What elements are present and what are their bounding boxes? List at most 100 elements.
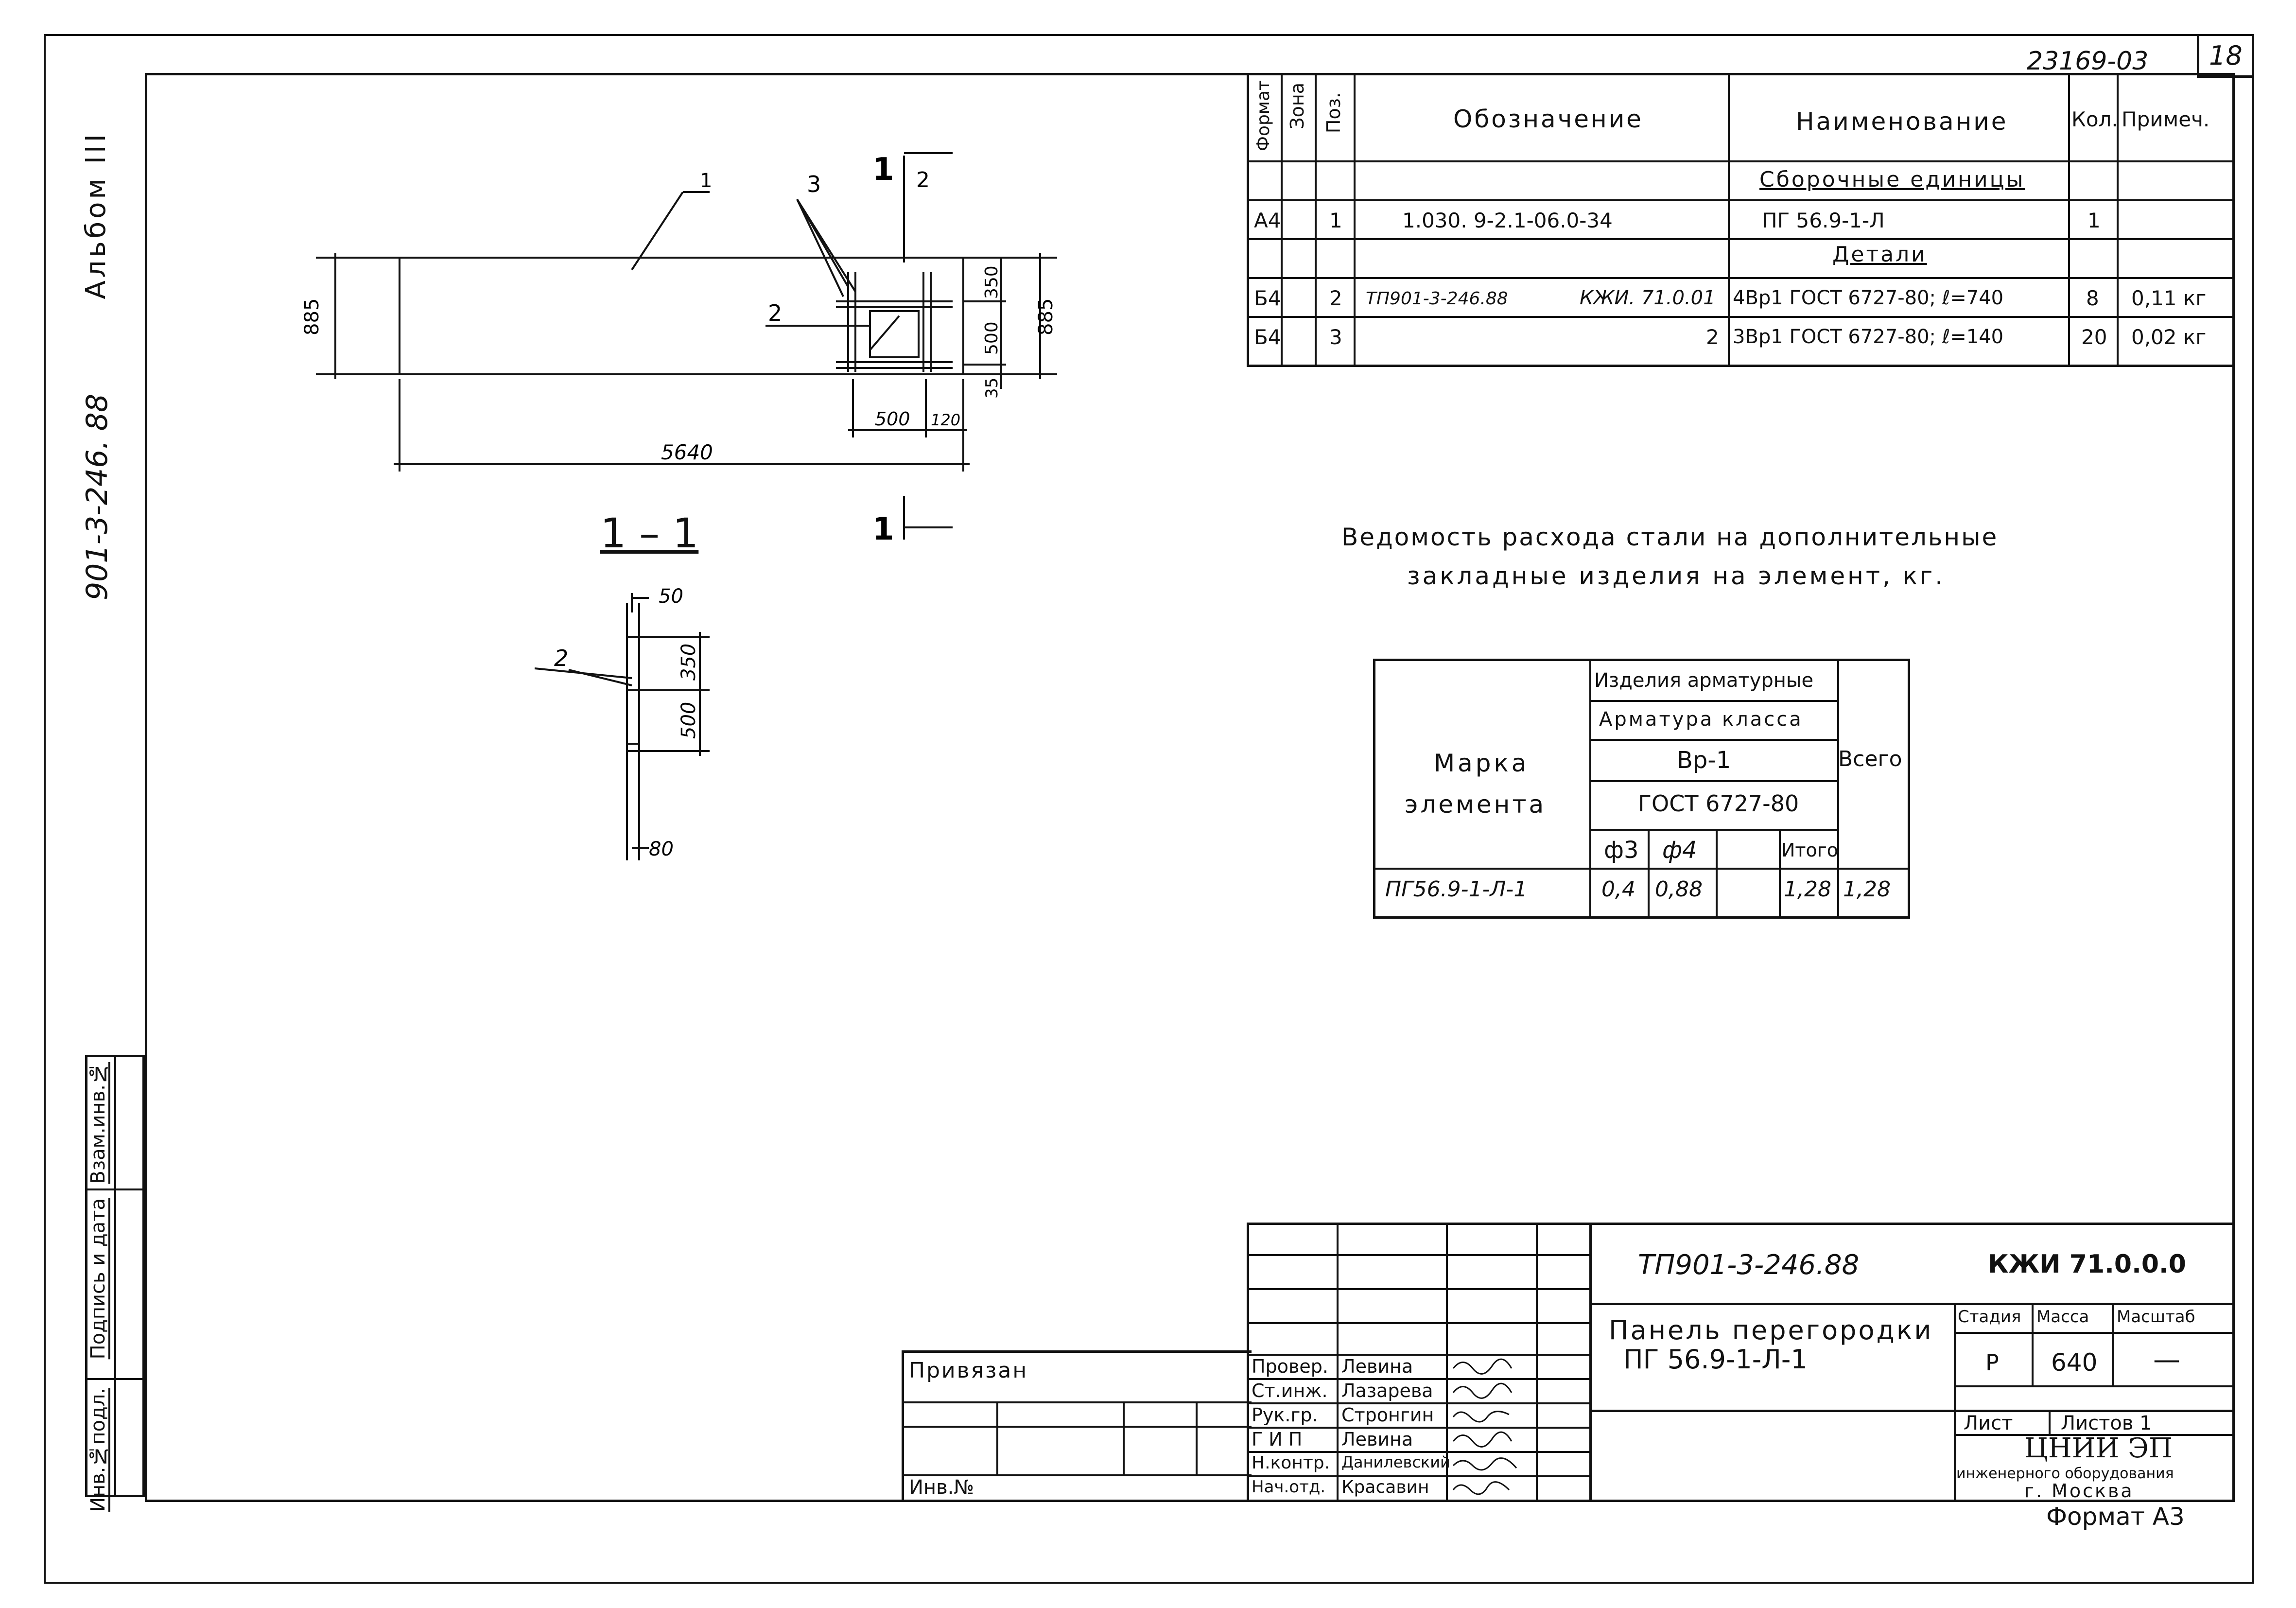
role-5: Нач.отд. xyxy=(1252,1477,1326,1497)
row3-format: Б4 xyxy=(1254,325,1281,349)
row2-qty: 8 xyxy=(2086,286,2099,310)
row2-designation2: КЖИ. 71.0.01 xyxy=(1580,287,1716,309)
dim-885-left: 885 xyxy=(301,298,323,335)
section-mark-bottom: 1 xyxy=(872,511,894,547)
dim-120: 120 xyxy=(931,411,960,429)
hdr-note: Примеч. xyxy=(2122,107,2210,131)
role-3: Г И П xyxy=(1252,1429,1303,1450)
dim-5640: 5640 xyxy=(661,440,713,464)
sheet-outer-border xyxy=(44,34,2254,1584)
inv-label: Инв.№ xyxy=(909,1476,974,1499)
spec-table: Формат Зона Поз. Обозначение Наименовани… xyxy=(1247,73,2232,367)
hdr-qty: Кол. xyxy=(2071,107,2118,131)
row3-pos: 3 xyxy=(1329,325,1342,349)
hdr-format: Формат xyxy=(1253,80,1273,152)
drawing-frame xyxy=(145,73,2235,1502)
role-2: Рук.гр. xyxy=(1252,1404,1318,1426)
side-stamp: Взам.инв.№ Подпись и дата Инв.№подл. xyxy=(85,1055,145,1512)
stamp-cell-replaced: Взам.инв.№ xyxy=(87,1062,109,1184)
section-dim-50: 50 xyxy=(659,585,683,608)
org-line3: г. Москва xyxy=(2024,1480,2134,1502)
org-line1: ЦНИИ ЭП xyxy=(2024,1433,2173,1464)
row2-format: Б4 xyxy=(1254,286,1281,310)
name-1: Лазарева xyxy=(1341,1380,1433,1401)
dim-35: 35 xyxy=(982,378,1002,399)
leader-1-label: 1 xyxy=(700,170,712,192)
section-dim-350: 350 xyxy=(678,644,700,681)
row1-qty: 1 xyxy=(2087,209,2101,232)
row1-format: А4 xyxy=(1254,209,1281,232)
stage-label: Стадия xyxy=(1958,1307,2021,1327)
dim-350: 350 xyxy=(982,265,1002,299)
section-details: Детали xyxy=(1832,242,1927,267)
row3-name: 3Вр1 ГОСТ 6727-80; ℓ=140 xyxy=(1733,326,2004,348)
format-label: Формат А3 xyxy=(2046,1503,2185,1531)
row1-designation: 1.030. 9-2.1-06.0-34 xyxy=(1402,209,1613,232)
sheet-label: Лист xyxy=(1964,1412,2013,1434)
leader-3-label: 3 xyxy=(807,171,821,197)
row1-name: ПГ 56.9-1-Л xyxy=(1762,209,1885,232)
statement-title-line2: закладные изделия на элемент, кг. xyxy=(1407,562,1946,590)
dim-500: 500 xyxy=(982,321,1002,355)
role-4: Н.контр. xyxy=(1252,1453,1330,1473)
mass-value: 640 xyxy=(2051,1348,2098,1377)
row3-designation2: 2 xyxy=(1706,325,1719,349)
row-mark: ПГ56.9-1-Л-1 xyxy=(1385,877,1528,902)
row-total: 1,28 xyxy=(1784,877,1831,902)
name-4: Данилевский xyxy=(1341,1453,1450,1471)
steel-statement-table: Марка элемента Изделия арматурные Армату… xyxy=(1373,659,1910,919)
row2-note: 0,11 кг xyxy=(2131,286,2207,310)
signatures xyxy=(1452,1358,1517,1495)
row2-name: 4Вр1 ГОСТ 6727-80; ℓ=740 xyxy=(1733,287,2004,309)
tied-label: Привязан xyxy=(909,1358,1028,1383)
name-3: Левина xyxy=(1341,1429,1413,1450)
section-mark-2: 2 xyxy=(916,168,930,192)
sub-phi3: ф3 xyxy=(1604,837,1639,864)
project-label-side: 901-3-246. 88 xyxy=(80,394,114,601)
scale-label: Масштаб xyxy=(2117,1307,2195,1327)
title-line2: ПГ 56.9-1-Л-1 xyxy=(1623,1344,1808,1375)
sub-phi4: ф4 xyxy=(1662,837,1697,864)
stamp-cell-signature: Подпись и дата xyxy=(87,1198,109,1360)
section-dim-80: 80 xyxy=(649,838,674,860)
stamp-cell-inventory: Инв.№подл. xyxy=(87,1388,109,1512)
group-products: Изделия арматурные xyxy=(1594,669,1814,692)
hdr-designation: Обозначение xyxy=(1453,105,1643,133)
group-gost: ГОСТ 6727-80 xyxy=(1638,790,1799,817)
stage-value: Р xyxy=(1985,1349,1999,1376)
dim-885-right: 885 xyxy=(1035,298,1057,335)
mass-label: Масса xyxy=(2036,1307,2089,1327)
doc-number: 23169-03 xyxy=(2027,47,2149,76)
doc-code: КЖИ 71.0.0.0 xyxy=(1988,1250,2186,1279)
title-line1: Панель перегородки xyxy=(1609,1315,1933,1346)
role-1: Ст.инж. xyxy=(1252,1380,1328,1401)
project-code: ТП901-3-246.88 xyxy=(1638,1249,1860,1281)
leader-2-label: 2 xyxy=(768,300,782,326)
role-0: Провер. xyxy=(1252,1356,1328,1377)
tied-block: Привязан Инв.№ xyxy=(902,1350,1252,1502)
sheet-number: 18 xyxy=(2209,40,2243,71)
dim-500-bottom: 500 xyxy=(875,408,910,430)
col-all: Всего xyxy=(1838,747,1902,771)
row3-qty: 20 xyxy=(2081,325,2107,349)
section-1-1-drawing: 2 50 350 500 80 xyxy=(534,585,710,860)
section-mark-top: 1 xyxy=(872,152,894,188)
row-phi3: 0,4 xyxy=(1601,877,1635,902)
section-title: 1 – 1 xyxy=(600,509,699,557)
row-all: 1,28 xyxy=(1843,877,1891,902)
panel-elevation-drawing: 1 3 2 1 2 1 885 885 350 500 35 500 120 5… xyxy=(301,152,1057,547)
group-class: Арматура класса xyxy=(1599,708,1803,731)
statement-title-line1: Ведомость расхода стали на дополнительны… xyxy=(1341,523,1999,551)
row3-note: 0,02 кг xyxy=(2131,325,2207,349)
section-assembly: Сборочные единицы xyxy=(1759,167,2025,192)
album-label: Альбом III xyxy=(80,131,112,299)
col-mark-1: Марка xyxy=(1434,749,1530,777)
name-2: Стронгин xyxy=(1341,1404,1434,1426)
row2-pos: 2 xyxy=(1329,286,1342,310)
name-5: Красавин xyxy=(1341,1477,1429,1497)
title-block: Провер. Левина Ст.инж. Лазарева Рук.гр. … xyxy=(1247,1223,2232,1502)
row-phi4: 0,88 xyxy=(1655,877,1703,902)
row2-designation: ТП901-3-246.88 xyxy=(1366,289,1508,309)
col-mark-2: элемента xyxy=(1405,790,1547,819)
hdr-name: Наименование xyxy=(1796,107,2008,136)
